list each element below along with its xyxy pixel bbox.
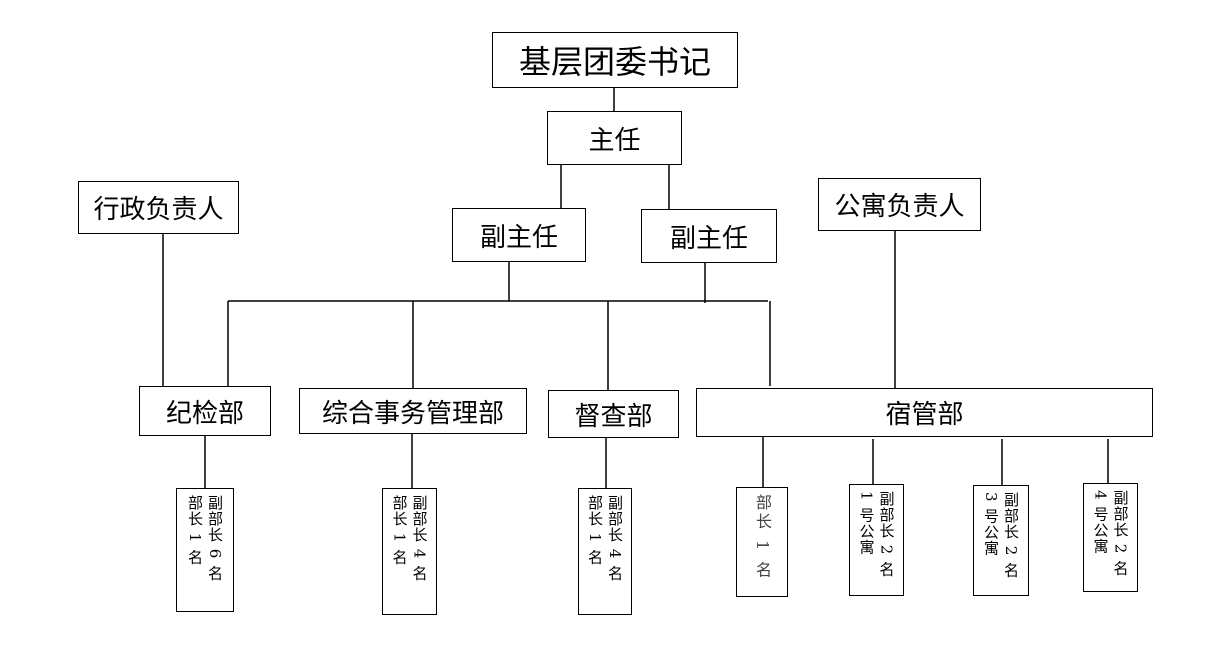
vice-director-left-box: 副主任: [452, 208, 586, 262]
apartment-head-label: 公寓负责人: [834, 192, 965, 222]
apartment-3-label: 3 号公寓: [982, 492, 1000, 557]
apartment-4-label: 4 号公寓: [1091, 490, 1110, 555]
general-affairs-vice-count: 副部长 4 名: [410, 495, 429, 582]
vice-director-right-box: 副主任: [641, 209, 777, 263]
secretary-box: 基层团委书记: [492, 32, 738, 88]
vice-director-right-label: 副主任: [669, 223, 748, 254]
apartment-3-staff-box: 副部长 2 名 3 号公寓: [973, 485, 1029, 596]
supervision-dept-label: 督查部: [574, 401, 653, 432]
general-affairs-dept-box: 综合事务管理部: [299, 388, 527, 434]
supervision-vice-count: 副部长 4 名: [606, 495, 624, 582]
apartment-1-label: 1 号公寓: [857, 491, 876, 556]
supervision-head-count: 部长 1 名: [586, 495, 604, 566]
general-affairs-head-count: 部长 1 名: [390, 495, 409, 566]
director-box: 主任: [547, 111, 682, 165]
supervision-staff-box: 副部长 4 名 部长 1 名: [578, 488, 632, 615]
dormitory-head-staff-box: 部长 1 名: [736, 487, 788, 597]
apartment-4-vice-count: 副部长 2 名: [1111, 490, 1130, 577]
secretary-label: 基层团委书记: [518, 43, 711, 81]
dormitory-dept-label: 宿管部: [885, 400, 964, 430]
admin-head-label: 行政负责人: [93, 195, 224, 225]
apartment-4-staff-box: 副部长 2 名 4 号公寓: [1083, 483, 1138, 592]
apartment-3-vice-count: 副部长 2 名: [1002, 492, 1020, 579]
vice-director-left-label: 副主任: [479, 222, 558, 253]
apartment-1-vice-count: 副部长 2 名: [877, 491, 896, 578]
supervision-dept-box: 督查部: [548, 390, 679, 438]
discipline-staff-box: 副部长 6 名 部长 1 名: [176, 488, 234, 612]
dormitory-head-count: 部长 1 名: [753, 494, 772, 581]
discipline-dept-label: 纪检部: [165, 398, 244, 429]
general-affairs-staff-box: 副部长 4 名 部长 1 名: [382, 488, 437, 615]
general-affairs-dept-label: 综合事务管理部: [321, 398, 504, 429]
apartment-1-staff-box: 副部长 2 名 1 号公寓: [849, 484, 904, 596]
apartment-head-box: 公寓负责人: [818, 178, 981, 231]
discipline-dept-box: 纪检部: [139, 386, 271, 436]
director-label: 主任: [588, 125, 641, 156]
admin-head-box: 行政负责人: [78, 181, 239, 234]
discipline-head-count: 部长 1 名: [186, 495, 204, 566]
discipline-vice-count: 副部长 6 名: [206, 495, 224, 582]
dormitory-dept-box: 宿管部: [696, 388, 1153, 437]
